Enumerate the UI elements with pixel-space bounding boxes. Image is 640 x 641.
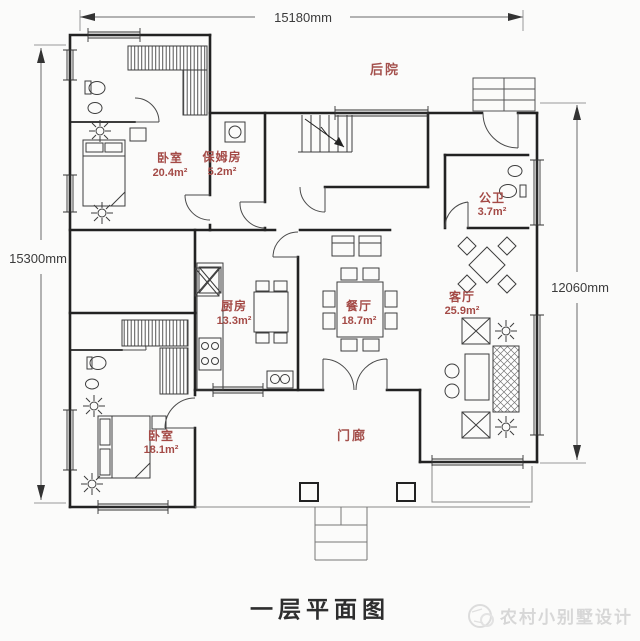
plant-icon — [495, 320, 517, 342]
watermark: 农村小别墅设计 — [468, 604, 633, 628]
room-area-dining: 18.7m² — [342, 315, 377, 327]
doors — [121, 97, 519, 429]
bed-bottom-bedroom — [97, 415, 167, 479]
room-area-bedroom-top: 20.4m² — [153, 167, 188, 179]
dimension-lines — [34, 10, 586, 504]
room-label-porch: 门廊 — [337, 428, 367, 443]
plan-title: 一层平面图 — [250, 596, 390, 622]
washer-nanny-room — [224, 121, 246, 143]
room-area-kitchen: 13.3m² — [217, 315, 252, 327]
dining-table-set — [322, 235, 398, 352]
plant-icon — [91, 202, 113, 224]
stairs — [298, 115, 353, 153]
toilet-bottom-bath — [85, 356, 107, 390]
toilet-top-bath — [84, 80, 106, 114]
room-label-living: 客厅 — [448, 289, 475, 304]
brand-seal-icon — [468, 604, 494, 628]
plant-icon — [83, 395, 105, 417]
plant-icon — [89, 120, 111, 142]
plant-icon — [495, 416, 517, 438]
kitchen-table — [253, 280, 289, 344]
wardrobe-top-bedroom — [127, 45, 208, 116]
furniture — [81, 45, 527, 495]
wardrobe-bottom-bedroom — [121, 319, 189, 395]
room-area-public-bath: 3.7m² — [478, 206, 507, 218]
windows — [63, 28, 544, 514]
shaft-planter — [194, 267, 220, 297]
walls — [68, 33, 539, 509]
room-label-kitchen: 厨房 — [221, 298, 247, 313]
kitchen-counter — [196, 262, 224, 391]
room-label-nanny: 保姆房 — [201, 149, 241, 164]
rear-entry-steps — [472, 77, 536, 112]
dimension-left-label: 15300mm — [9, 251, 67, 266]
porch-structure — [195, 466, 533, 561]
dimension-right-label: 12060mm — [551, 280, 609, 295]
exterior-structures — [195, 77, 536, 561]
room-area-nanny: 5.2m² — [208, 166, 237, 178]
tea-table-set — [457, 236, 517, 294]
room-labels: 后院 卧室 20.4m² 保姆房 5.2m² 公卫 3.7m² 厨房 13.3m… — [144, 62, 507, 456]
plant-icon — [81, 473, 103, 495]
room-label-public-bath: 公卫 — [479, 191, 505, 205]
room-area-bedroom-bottom: 18.1m² — [144, 444, 179, 456]
room-label-dining: 餐厅 — [346, 298, 372, 313]
room-label-backyard: 后院 — [370, 62, 400, 77]
watermark-text: 农村小别墅设计 — [499, 607, 633, 627]
kitchen-bench — [266, 370, 294, 389]
room-label-bedroom-bottom: 卧室 — [148, 428, 174, 443]
sofa-set — [444, 317, 520, 439]
dimension-top-label: 15180mm — [274, 10, 332, 25]
room-area-living: 25.9m² — [445, 305, 480, 317]
room-label-bedroom-top: 卧室 — [157, 150, 183, 165]
bed-top-bedroom — [82, 127, 147, 207]
toilet-public-bath — [499, 165, 527, 198]
